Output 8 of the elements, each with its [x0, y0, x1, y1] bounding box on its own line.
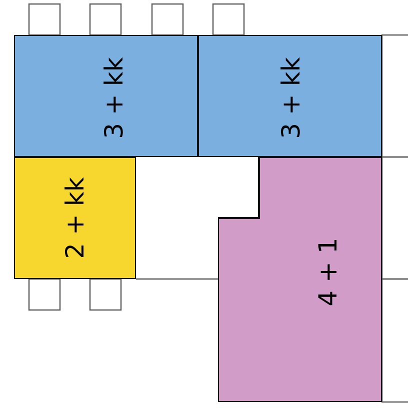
apartment-unit [198, 35, 382, 157]
unit-label: 3 + kk [102, 57, 126, 139]
unit-label: 3 + kk [278, 57, 304, 139]
apartment-unit [218, 157, 382, 402]
unit-label: 4 + 1 [316, 238, 340, 306]
unit-label: 2 + kk [62, 177, 88, 259]
apartment-unit [14, 35, 198, 157]
apartment-unit [14, 157, 136, 279]
